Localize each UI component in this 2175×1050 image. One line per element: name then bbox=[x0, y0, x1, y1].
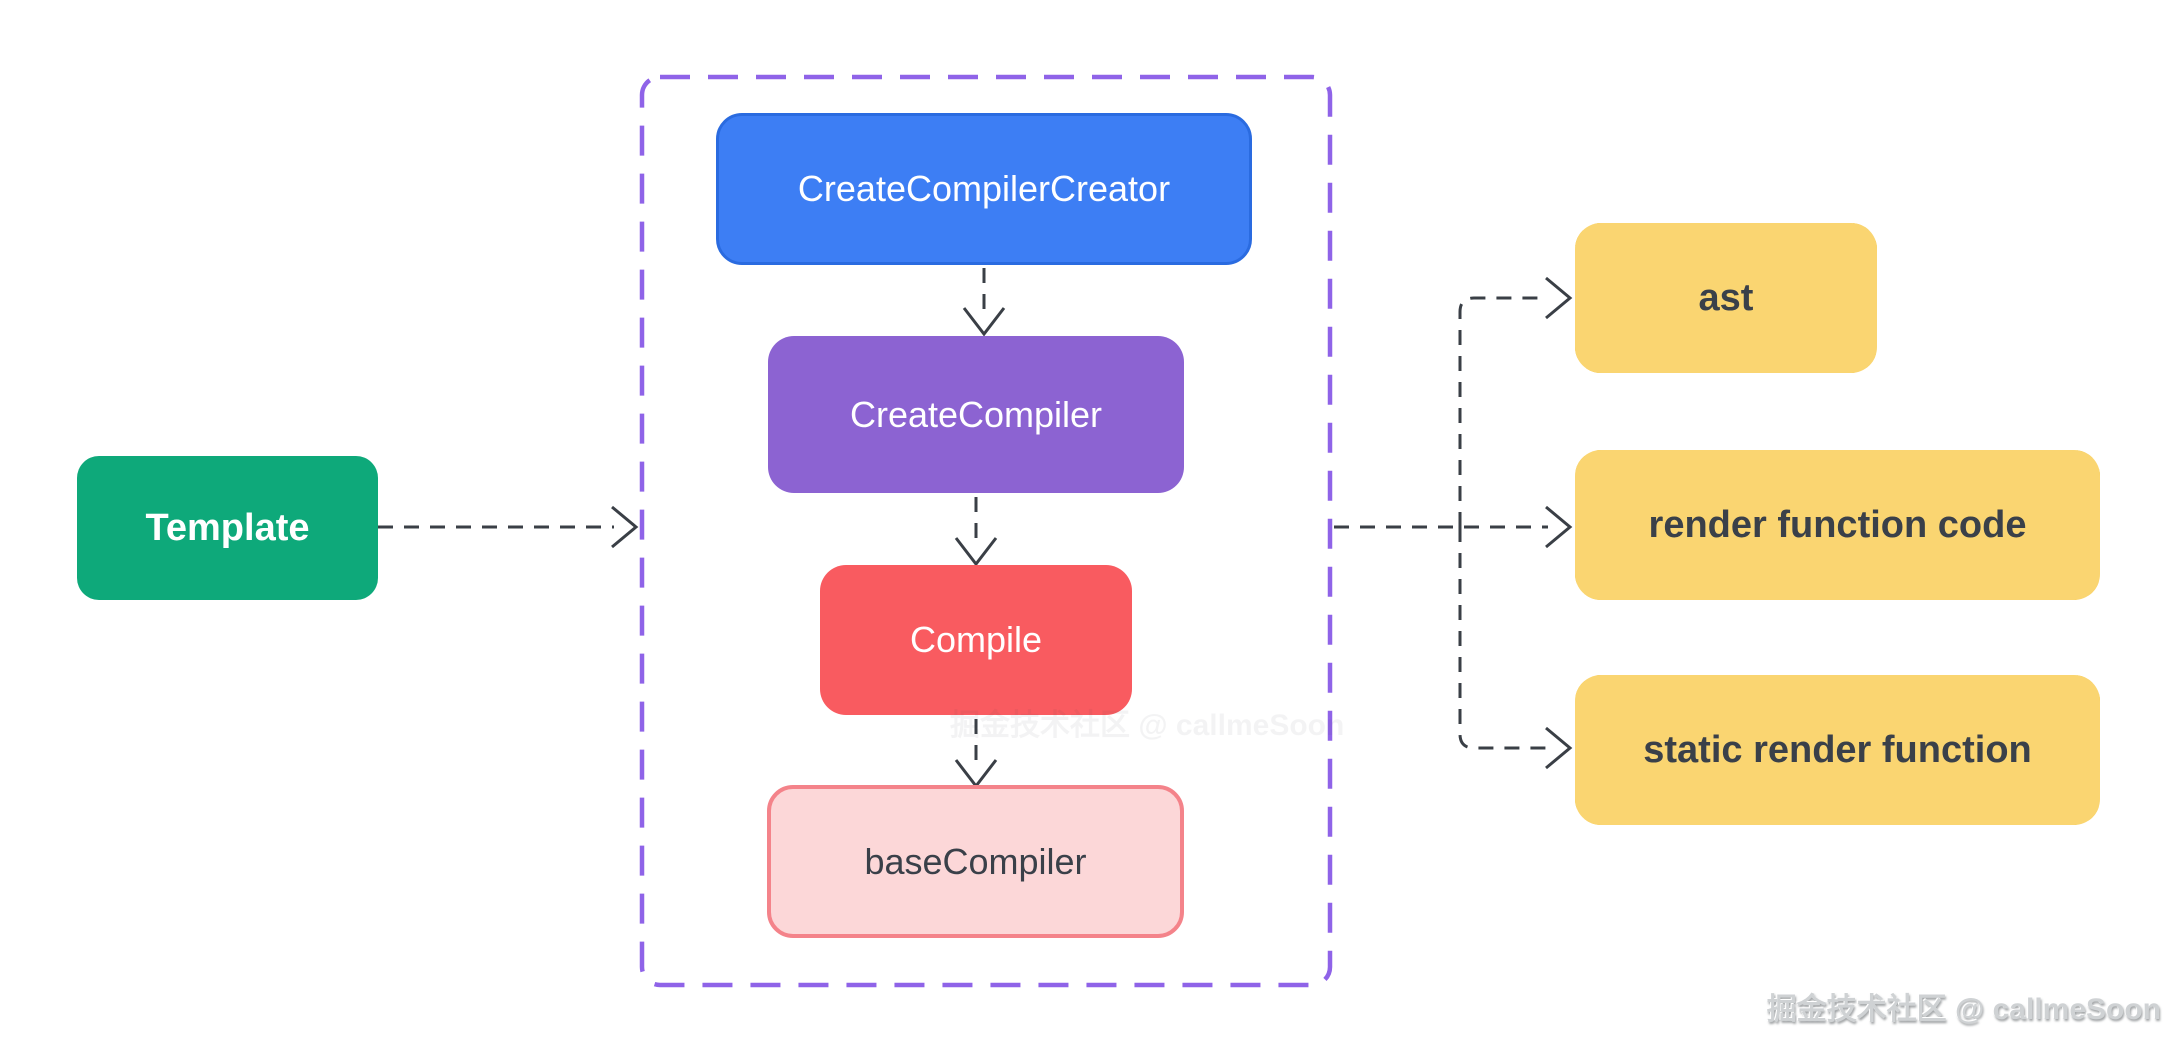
ast-label: ast bbox=[1698, 276, 1754, 319]
create-compiler-creator-label: CreateCompilerCreator bbox=[797, 168, 1171, 209]
base-compiler-label: baseCompiler bbox=[864, 840, 1087, 882]
compile-node: Compile bbox=[820, 565, 1132, 715]
arrow-pipeline-to-ast bbox=[1458, 296, 1548, 527]
watermark: 掘金技术社区 @ callmeSoon bbox=[1766, 993, 2161, 1026]
arrowhead-pipeline-to-static-render bbox=[1545, 726, 1573, 770]
template-node-label: Template bbox=[145, 506, 310, 549]
arrowhead-template-to-pipeline bbox=[611, 505, 639, 549]
base-compiler-node: baseCompiler bbox=[767, 785, 1184, 938]
template-node: Template bbox=[77, 456, 378, 600]
ast-node: ast bbox=[1575, 223, 1877, 373]
compile-label: Compile bbox=[909, 619, 1043, 660]
render-function-code-label: render function code bbox=[1648, 503, 2027, 546]
create-compiler-label: CreateCompiler bbox=[849, 393, 1103, 435]
arrowhead-compiler-to-compile bbox=[954, 537, 998, 567]
arrowhead-pipeline-to-render-code bbox=[1545, 505, 1573, 549]
static-render-function-label: static render function bbox=[1643, 728, 2032, 771]
create-compiler-creator-node: CreateCompilerCreator bbox=[716, 113, 1252, 265]
static-render-function-node: static render function bbox=[1575, 675, 2100, 825]
create-compiler-node: CreateCompiler bbox=[768, 336, 1184, 493]
faint-watermark: 掘金技术社区 @ callmeSoon bbox=[950, 709, 1345, 742]
arrowhead-pipeline-to-ast bbox=[1545, 276, 1573, 320]
render-function-code-node: render function code bbox=[1575, 450, 2100, 600]
arrowhead-compile-to-basecompiler bbox=[954, 759, 998, 789]
arrowhead-creator-to-compiler bbox=[962, 307, 1006, 337]
arrow-pipeline-to-static-render bbox=[1458, 527, 1548, 750]
